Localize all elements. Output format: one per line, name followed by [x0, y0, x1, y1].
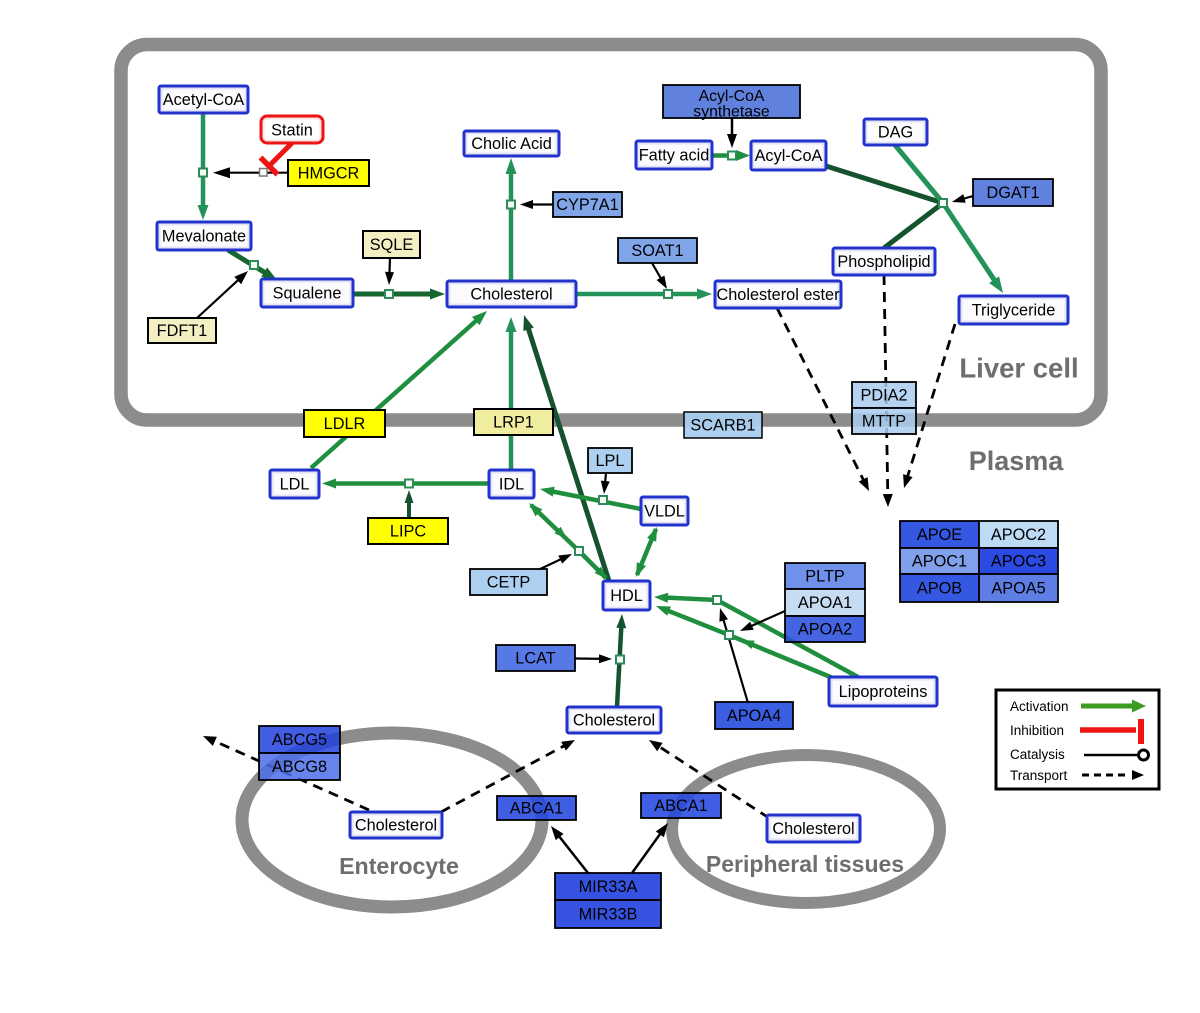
- svg-text:LDL: LDL: [280, 476, 310, 494]
- svg-text:Cholesterol: Cholesterol: [573, 712, 655, 730]
- svg-text:SQLE: SQLE: [370, 236, 414, 254]
- svg-text:APOA4: APOA4: [727, 707, 781, 725]
- svg-text:Statin: Statin: [271, 122, 313, 140]
- svg-text:HDL: HDL: [610, 587, 643, 605]
- svg-text:Cholesterol: Cholesterol: [772, 820, 854, 838]
- svg-text:Plasma: Plasma: [969, 446, 1065, 476]
- svg-text:LDLR: LDLR: [324, 415, 366, 433]
- svg-text:APOA2: APOA2: [798, 621, 852, 639]
- svg-text:CETP: CETP: [487, 574, 530, 592]
- svg-text:MTTP: MTTP: [862, 413, 906, 431]
- svg-text:MIR33A: MIR33A: [579, 878, 638, 896]
- svg-text:APOA5: APOA5: [991, 580, 1045, 598]
- svg-text:Enterocyte: Enterocyte: [339, 853, 459, 879]
- svg-text:LPL: LPL: [596, 452, 625, 470]
- svg-text:ABCG5: ABCG5: [272, 731, 327, 749]
- svg-text:APOA1: APOA1: [798, 594, 852, 612]
- svg-text:SOAT1: SOAT1: [631, 242, 683, 260]
- svg-text:Liver cell: Liver cell: [959, 353, 1078, 384]
- svg-text:Fatty acid: Fatty acid: [639, 147, 710, 165]
- svg-text:MIR33B: MIR33B: [579, 906, 638, 924]
- svg-text:synthetase: synthetase: [693, 104, 770, 121]
- svg-text:Activation: Activation: [1010, 699, 1069, 714]
- svg-text:ABCA1: ABCA1: [510, 800, 563, 818]
- svg-text:PLTP: PLTP: [805, 568, 845, 586]
- svg-text:Phospholipid: Phospholipid: [837, 253, 930, 271]
- svg-text:Peripheral tissues: Peripheral tissues: [706, 851, 904, 877]
- svg-text:Cholic Acid: Cholic Acid: [471, 135, 552, 153]
- svg-text:CYP7A1: CYP7A1: [556, 196, 618, 214]
- svg-text:ABCG8: ABCG8: [272, 758, 327, 776]
- svg-text:Acetyl-CoA: Acetyl-CoA: [163, 91, 245, 109]
- svg-text:Transport: Transport: [1010, 768, 1068, 783]
- svg-text:APOB: APOB: [917, 580, 962, 598]
- svg-text:LCAT: LCAT: [515, 650, 555, 668]
- svg-text:Cholesterol: Cholesterol: [470, 286, 552, 304]
- svg-text:PDIA2: PDIA2: [860, 387, 907, 405]
- svg-text:APOC2: APOC2: [991, 526, 1046, 544]
- svg-text:LIPC: LIPC: [390, 523, 426, 541]
- svg-text:IDL: IDL: [499, 476, 524, 494]
- svg-text:APOC3: APOC3: [991, 553, 1046, 571]
- svg-text:Inhibition: Inhibition: [1010, 723, 1064, 738]
- svg-text:Squalene: Squalene: [273, 285, 342, 303]
- svg-text:ABCA1: ABCA1: [654, 797, 707, 815]
- svg-text:Cholesterol ester: Cholesterol ester: [716, 286, 840, 304]
- svg-text:APOC1: APOC1: [912, 553, 967, 571]
- svg-text:Acyl-CoA: Acyl-CoA: [699, 88, 765, 105]
- svg-text:Triglyceride: Triglyceride: [972, 302, 1056, 320]
- svg-text:SCARB1: SCARB1: [690, 417, 755, 435]
- svg-text:Cholesterol: Cholesterol: [355, 817, 437, 835]
- svg-text:VLDL: VLDL: [644, 503, 685, 521]
- svg-text:Acyl-CoA: Acyl-CoA: [755, 147, 823, 165]
- svg-text:HMGCR: HMGCR: [298, 165, 360, 183]
- svg-text:Lipoproteins: Lipoproteins: [839, 683, 928, 701]
- svg-text:DGAT1: DGAT1: [986, 184, 1039, 202]
- svg-text:FDFT1: FDFT1: [157, 322, 208, 340]
- svg-text:LRP1: LRP1: [493, 414, 534, 432]
- svg-text:Mevalonate: Mevalonate: [162, 228, 246, 246]
- svg-text:Catalysis: Catalysis: [1010, 747, 1065, 762]
- svg-text:APOE: APOE: [917, 526, 962, 544]
- svg-text:DAG: DAG: [878, 124, 913, 142]
